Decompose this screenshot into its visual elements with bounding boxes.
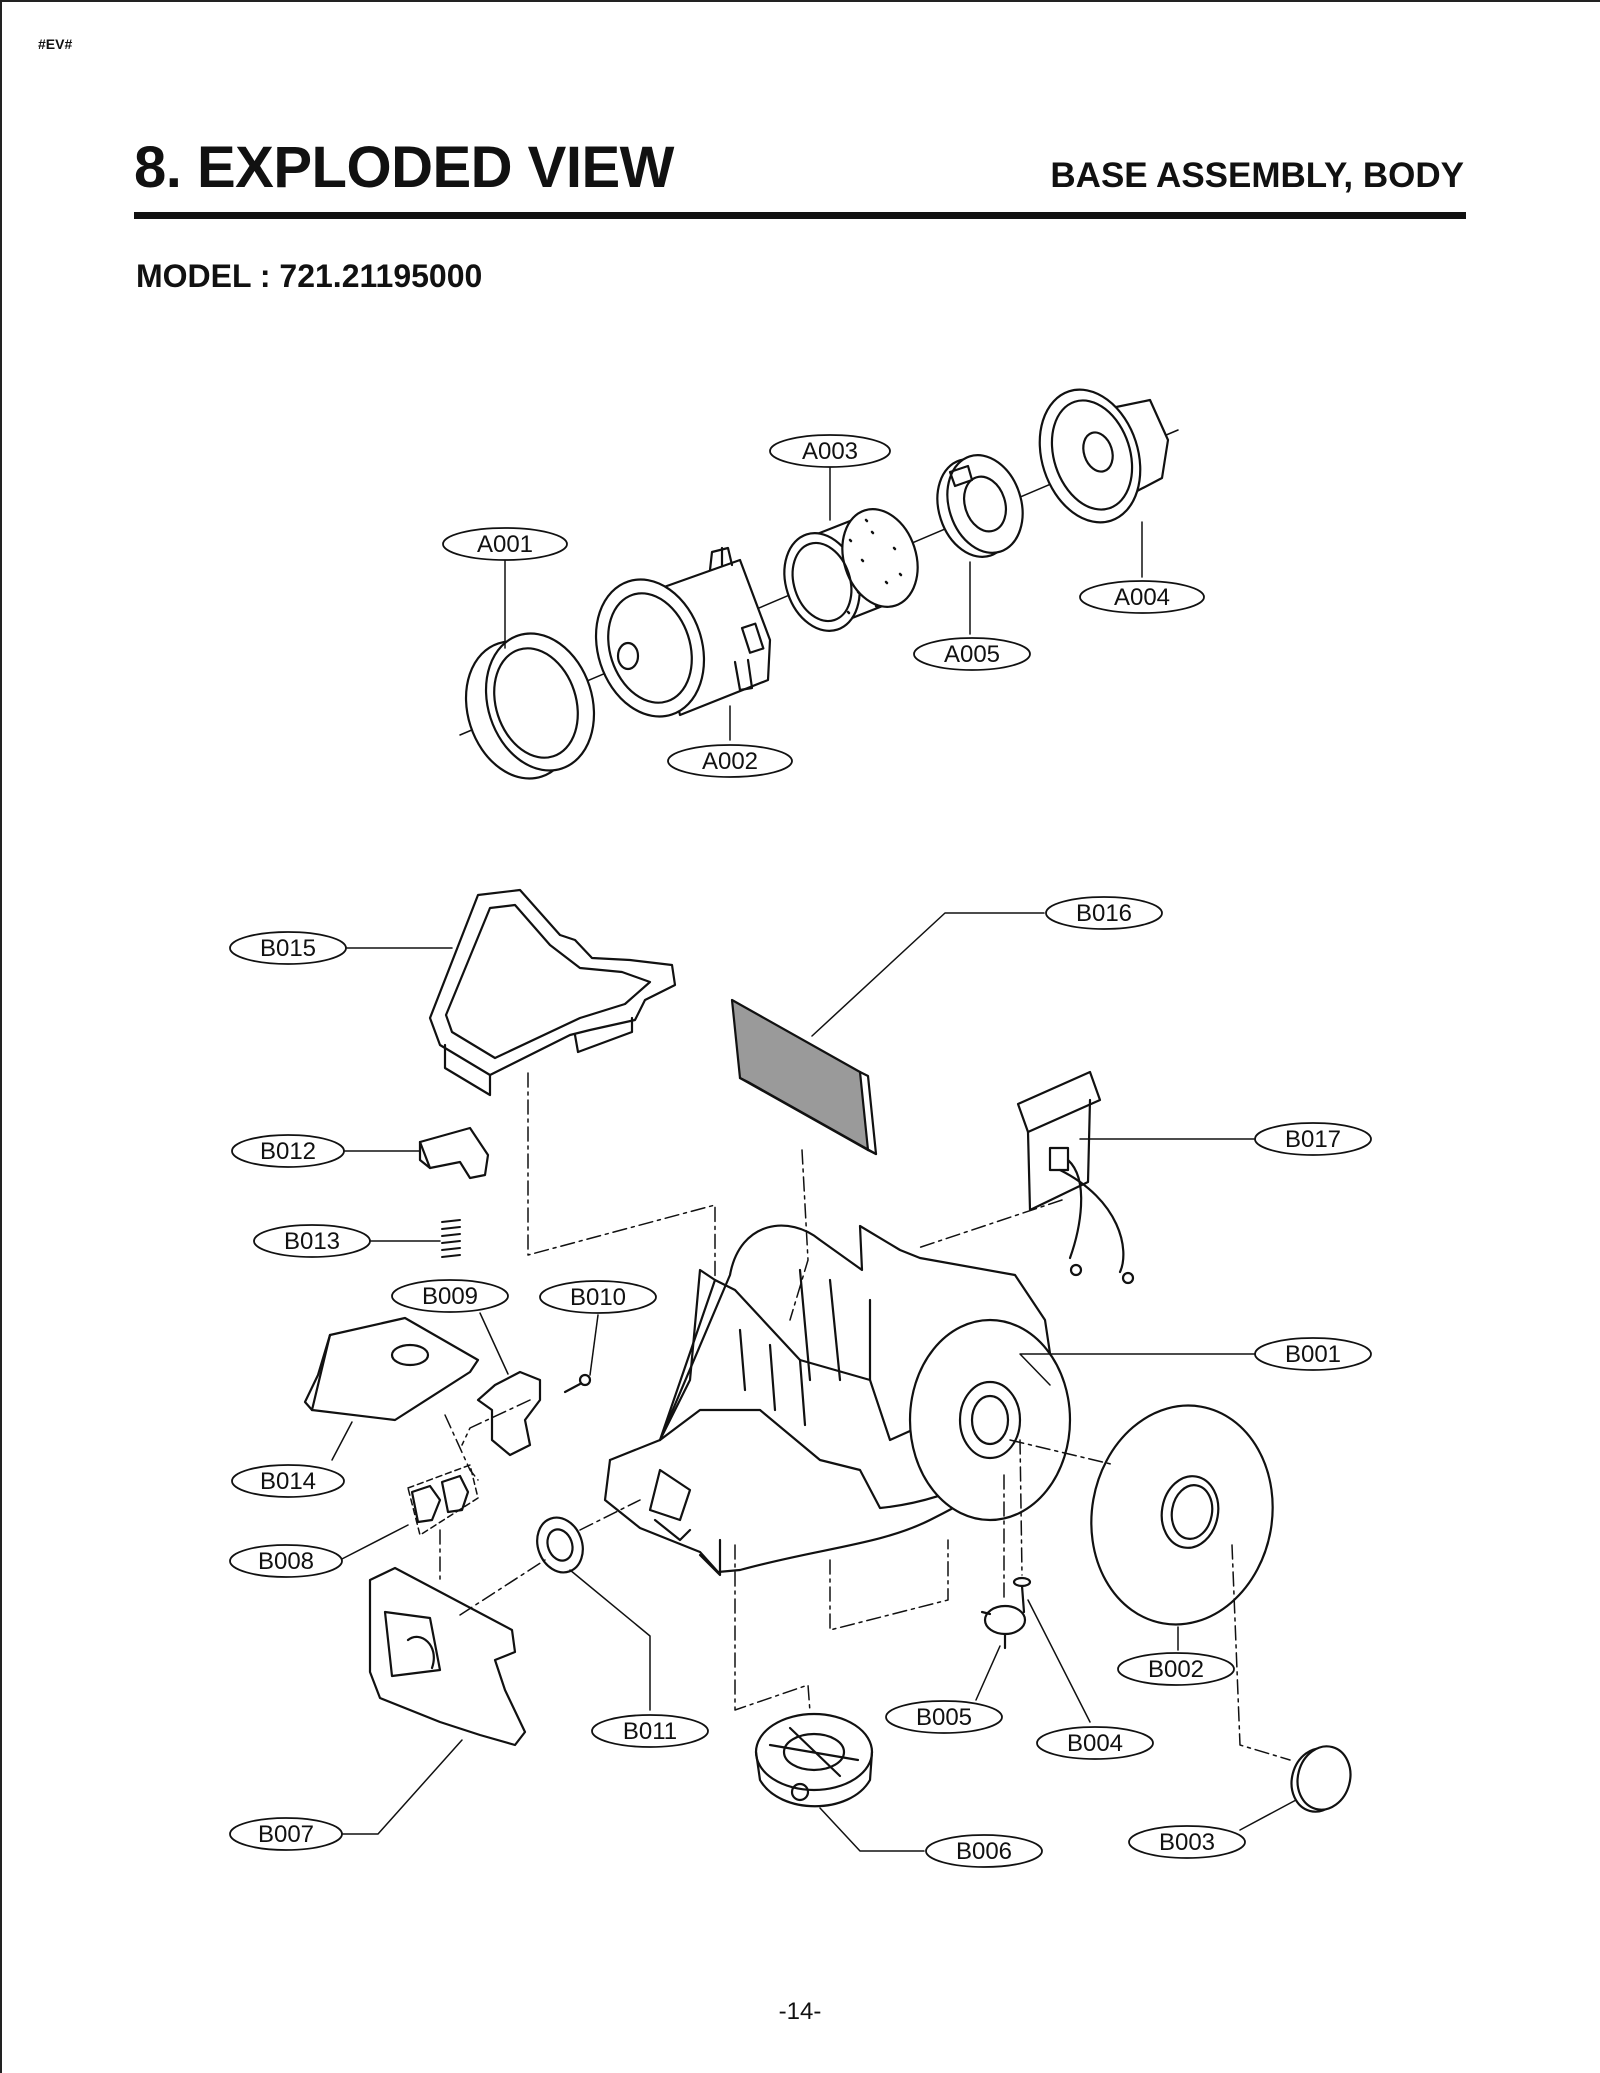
- base-body-part: [603, 1224, 1072, 1577]
- callout-B001: B001: [1254, 1337, 1372, 1371]
- caster-pin-part: [980, 1604, 1027, 1650]
- callout-B002: B002: [1117, 1652, 1235, 1686]
- svg-text:B017: B017: [1285, 1126, 1341, 1153]
- leader-B009: [479, 1312, 509, 1375]
- spring-part: [441, 1219, 461, 1258]
- callout-B008: B008: [229, 1544, 343, 1578]
- svg-text:B013: B013: [284, 1228, 340, 1255]
- page-title: 8. EXPLODED VIEW: [134, 135, 674, 200]
- svg-text:B014: B014: [260, 1468, 316, 1495]
- svg-text:B002: B002: [1148, 1656, 1204, 1683]
- hub-cap-part: [1290, 1745, 1352, 1813]
- bracket-part: [476, 1370, 542, 1457]
- svg-text:A001: A001: [477, 531, 533, 558]
- callout-A004: A004: [1079, 580, 1205, 614]
- svg-text:B007: B007: [258, 1821, 314, 1848]
- callout-B012: B012: [231, 1134, 345, 1168]
- cord-cover-part: [303, 1316, 480, 1422]
- control-pcb-part: [1016, 1070, 1135, 1285]
- leader-B005: [975, 1645, 1001, 1701]
- svg-text:A003: A003: [802, 438, 858, 465]
- document-tag: #EV#: [38, 36, 73, 52]
- motor-holder-part: [936, 454, 1024, 558]
- leader-B007: [337, 1739, 463, 1835]
- motor-part: [594, 546, 772, 718]
- svg-text:A002: A002: [702, 748, 758, 775]
- callout-B015: B015: [229, 931, 347, 965]
- leader-B003: [1239, 1799, 1297, 1831]
- leader-B001: [1019, 1353, 1257, 1386]
- large-wheel-part: [1090, 1404, 1274, 1626]
- svg-text:B010: B010: [570, 1284, 626, 1311]
- motor-filter-part: [783, 508, 919, 632]
- callout-B014: B014: [231, 1464, 345, 1498]
- small-wheel-part: [536, 1516, 584, 1574]
- model-number: MODEL : 721.21195000: [136, 258, 483, 294]
- front-cover-part: [368, 1566, 527, 1747]
- callout-B011: B011: [591, 1714, 709, 1748]
- exhaust-filter-part: [730, 998, 878, 1156]
- svg-text:B004: B004: [1067, 1730, 1123, 1757]
- latch-part: [418, 1126, 490, 1180]
- callout-A001: A001: [442, 527, 568, 561]
- section-subtitle: BASE ASSEMBLY, BODY: [1050, 156, 1464, 195]
- callout-B003: B003: [1128, 1825, 1246, 1859]
- callout-B013: B013: [253, 1224, 371, 1258]
- callout-B007: B007: [229, 1817, 343, 1851]
- title-rule: [134, 212, 1466, 219]
- callout-B009: B009: [391, 1279, 509, 1313]
- svg-text:B008: B008: [258, 1548, 314, 1575]
- svg-text:B005: B005: [916, 1704, 972, 1731]
- clip-part: [407, 1464, 479, 1536]
- svg-text:B006: B006: [956, 1838, 1012, 1865]
- callout-B016: B016: [1045, 896, 1163, 930]
- leader-B016: [811, 912, 1045, 1037]
- screw-part: [563, 1373, 592, 1394]
- callout-A005: A005: [913, 637, 1031, 671]
- leader-B014: [331, 1421, 353, 1461]
- svg-text:B011: B011: [623, 1718, 677, 1745]
- leader-B006: [819, 1807, 925, 1852]
- leader-B010: [589, 1314, 599, 1376]
- leader-B011: [569, 1569, 651, 1711]
- callout-A003: A003: [769, 434, 891, 468]
- svg-text:B012: B012: [260, 1138, 316, 1165]
- svg-text:B001: B001: [1285, 1341, 1341, 1368]
- page-number: -14-: [778, 1998, 822, 2025]
- svg-text:B003: B003: [1159, 1829, 1215, 1856]
- callout-B017: B017: [1254, 1122, 1372, 1156]
- svg-text:A005: A005: [944, 641, 1000, 668]
- callout-B010: B010: [539, 1280, 657, 1314]
- svg-text:B009: B009: [422, 1283, 478, 1310]
- svg-text:B015: B015: [260, 935, 316, 962]
- motor-ring-part: [464, 632, 596, 780]
- screw-part-b004: [1012, 1576, 1032, 1614]
- leader-B008: [337, 1524, 409, 1562]
- bag-holder-frame-part: [428, 888, 677, 1097]
- callout-B004: B004: [1036, 1726, 1154, 1760]
- leader-B004: [1027, 1599, 1091, 1723]
- svg-text:A004: A004: [1114, 584, 1170, 611]
- callout-B006: B006: [925, 1834, 1043, 1868]
- callout-B005: B005: [885, 1700, 1003, 1734]
- motor-cap-part: [1038, 388, 1170, 524]
- svg-text:B016: B016: [1076, 900, 1132, 927]
- callout-A002: A002: [667, 744, 793, 778]
- caster-part: [754, 1712, 874, 1808]
